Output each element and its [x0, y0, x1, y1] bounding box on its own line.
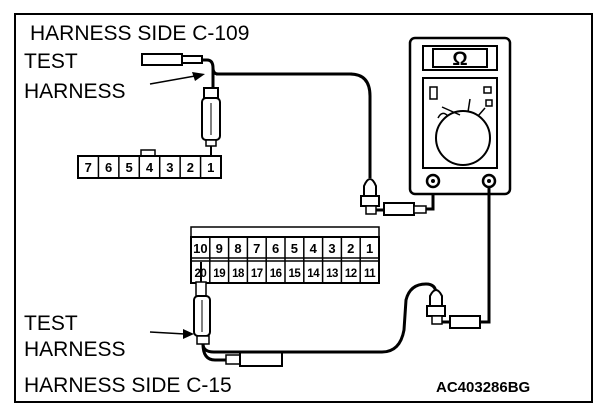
c109-pin-label: 5	[125, 160, 132, 175]
c15-bottom-pin-label: 17	[251, 268, 263, 280]
c15-top-pin-label: 6	[272, 241, 279, 256]
c109-pin-label: 4	[146, 160, 154, 175]
c15-bottom-pin-label: 11	[364, 268, 376, 280]
c109-pin-label: 3	[166, 160, 173, 175]
c15-top-pin-label: 3	[328, 241, 335, 256]
test-harness-bottom-label-line1: TEST	[24, 312, 78, 335]
c15-bottom-pin-label: 19	[213, 268, 225, 280]
c15-bottom-pin-label: 12	[345, 268, 357, 280]
diagram-frame	[14, 13, 593, 403]
c109-pin-label: 1	[207, 160, 214, 175]
ohm-symbol: Ω	[452, 49, 467, 70]
test-harness-bottom-label-line2: HARNESS	[24, 338, 126, 361]
meter-lead-bottom	[426, 187, 491, 329]
test-harness-top	[141, 53, 372, 178]
c15-top-pin-label: 4	[310, 241, 318, 256]
test-harness-top-label-line1: TEST	[24, 50, 78, 73]
meter-lead-top	[360, 178, 435, 216]
c109-pin-label: 2	[187, 160, 194, 175]
c15-top-pin-label: 1	[366, 241, 373, 256]
c15-top-pin-label: 8	[234, 241, 241, 256]
harness-side-c109-label: HARNESS SIDE C-109	[30, 22, 249, 45]
c15-top-pin-label: 9	[216, 241, 223, 256]
test-harness-top-label-line2: HARNESS	[24, 80, 126, 103]
c15-bottom-pin-label: 13	[326, 268, 338, 280]
c15-bottom-pin-label: 14	[307, 268, 320, 280]
c15-bottom-pin-label: 15	[289, 268, 302, 280]
c15-top-pin-label: 5	[291, 241, 298, 256]
figure-code: AC403286BG	[436, 379, 530, 396]
connector-c15: 1098765432120191817161514131211	[190, 226, 380, 284]
c109-pin-label: 7	[85, 160, 92, 175]
c15-top-pin-label: 10	[193, 241, 207, 256]
ohmmeter: Ω	[408, 36, 512, 196]
c109-pin-label: 6	[105, 160, 112, 175]
harness-side-c15-label: HARNESS SIDE C-15	[24, 374, 232, 397]
c15-top-pin-label: 7	[253, 241, 260, 256]
test-harness-bottom	[149, 262, 438, 367]
c15-bottom-pin-label: 16	[270, 268, 282, 280]
c15-bottom-pin-label: 18	[232, 268, 245, 280]
c15-top-pin-label: 2	[347, 241, 354, 256]
